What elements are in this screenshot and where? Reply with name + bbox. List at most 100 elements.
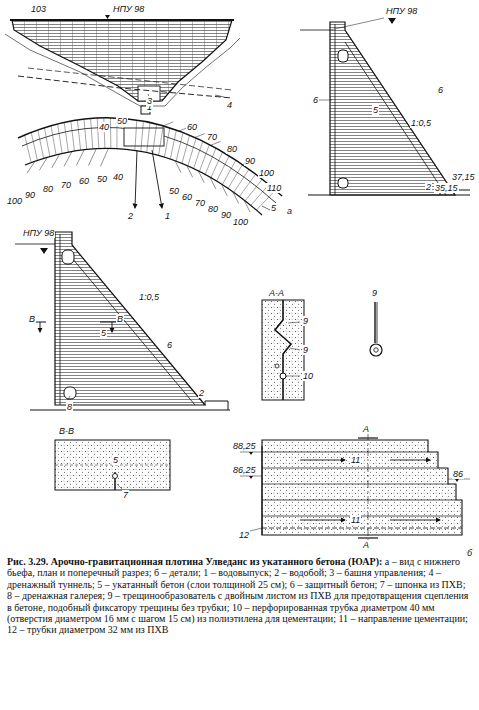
- plan-stroke: [210, 177, 216, 189]
- plan-stroke: [71, 121, 75, 151]
- callout-label: 6: [437, 85, 444, 95]
- plan-stroke: [77, 120, 80, 150]
- callout-label: 6: [312, 95, 319, 105]
- callout-label: 103: [30, 4, 47, 14]
- plan-stroke: [141, 121, 144, 151]
- plan-stroke: [234, 169, 249, 192]
- crack-inducer-symbol: [370, 302, 382, 356]
- grouting-detail: [240, 432, 470, 546]
- callout-label: 10: [302, 371, 314, 381]
- callout-label: 9: [302, 316, 309, 326]
- section-bb: [55, 440, 170, 490]
- figure-caption: Рис. 3.29. Арочно-гравитационная плотина…: [7, 556, 472, 636]
- callout-label: НПУ 98: [22, 228, 55, 238]
- plan-stroke: [233, 192, 239, 204]
- callout-label: 5: [100, 328, 107, 338]
- caption-text: а – вид с нижнего бьефа, план и поперечн…: [7, 556, 468, 635]
- callout-label: 50: [96, 174, 108, 184]
- callout-label: 70: [194, 198, 206, 208]
- callout-label: 12: [238, 530, 250, 540]
- callout-label: 2: [425, 182, 432, 192]
- dam-section-a: [300, 18, 470, 195]
- dam-plan: [18, 106, 282, 215]
- callout-label: а: [286, 206, 293, 216]
- callout-label: В-В: [58, 426, 75, 436]
- plan-stroke: [153, 124, 157, 154]
- plan-stroke: [44, 128, 49, 157]
- callout-label: 5: [112, 455, 119, 465]
- callout-label: 90: [24, 190, 36, 200]
- plan-stroke: [170, 130, 176, 159]
- plan-stroke: [51, 126, 56, 155]
- callout-label: В: [28, 314, 36, 324]
- dam-elevation: [5, 15, 240, 106]
- callout-label: 2: [198, 388, 205, 398]
- callout-label: 60: [181, 192, 193, 202]
- plan-stroke: [64, 122, 68, 152]
- callout-label: 1:0,5: [410, 118, 432, 128]
- plan-stroke: [58, 124, 63, 153]
- callout-label: 100: [6, 196, 23, 206]
- plan-stroke: [159, 126, 164, 156]
- callout-label: В: [116, 314, 124, 324]
- plan-stroke: [25, 135, 32, 162]
- callout-label: 1: [164, 211, 171, 221]
- callout-label: 6: [166, 340, 173, 350]
- plan-stroke: [27, 161, 35, 173]
- callout-label: 9: [371, 288, 378, 298]
- callout-label: 5: [270, 203, 277, 213]
- plan-stroke: [52, 154, 60, 168]
- callout-label: 80: [226, 144, 238, 154]
- callout-label: А: [362, 424, 370, 434]
- plan-stroke: [100, 148, 108, 166]
- plan-stroke: [221, 184, 227, 196]
- callout-label: 40: [98, 122, 110, 132]
- callout-label: 50: [168, 186, 180, 196]
- section-aa: [262, 300, 304, 400]
- plan-stroke: [211, 152, 223, 178]
- plan-stroke: [182, 135, 190, 163]
- plan-stroke: [228, 165, 242, 189]
- callout-label: 70: [60, 180, 72, 190]
- callout-label: 4: [226, 100, 233, 110]
- plan-stroke: [163, 122, 173, 126]
- callout-label: 86: [452, 469, 464, 479]
- plan-stroke: [244, 200, 250, 212]
- callout-label: А-А: [268, 288, 285, 298]
- plan-stroke: [64, 151, 72, 166]
- plan-stroke: [135, 120, 137, 150]
- callout-label: 11: [350, 455, 361, 465]
- plan-stroke: [84, 119, 87, 149]
- plan-stroke: [194, 141, 203, 168]
- callout-label: 60: [78, 176, 90, 186]
- plan-stroke: [91, 118, 93, 148]
- plan-stroke: [188, 138, 196, 166]
- callout-label: 60: [186, 122, 198, 132]
- plan-stroke: [198, 171, 204, 183]
- plan-stroke: [217, 156, 230, 181]
- plan-stroke: [239, 174, 255, 196]
- callout-label: 9: [302, 345, 309, 355]
- callout-label: 110: [266, 183, 282, 193]
- callout-label: 90: [220, 210, 232, 220]
- callout-label: 100: [258, 168, 275, 178]
- callout-label: 1:0,5: [138, 292, 160, 302]
- callout-label: 100: [232, 217, 249, 227]
- callout-label: б: [466, 548, 473, 558]
- callout-label: НПУ 98: [112, 4, 145, 14]
- callout-label: 80: [42, 184, 54, 194]
- plan-stroke: [39, 157, 47, 170]
- callout-label: 3: [146, 96, 153, 106]
- plan-stroke: [147, 123, 150, 153]
- callout-label: 70: [206, 132, 218, 142]
- plan-stroke: [88, 149, 96, 166]
- callout-label: 40: [112, 172, 124, 182]
- plan-stroke: [195, 134, 205, 138]
- callout-label: 88,25: [232, 441, 257, 451]
- callout-label: НПУ 98: [385, 6, 418, 16]
- figure-title: Рис. 3.29. Арочно-гравитационная плотина…: [7, 556, 382, 567]
- plan-stroke: [176, 133, 183, 162]
- plan-stroke: [187, 165, 193, 177]
- plan-stroke: [31, 132, 37, 160]
- callout-label: 86,25: [232, 465, 257, 475]
